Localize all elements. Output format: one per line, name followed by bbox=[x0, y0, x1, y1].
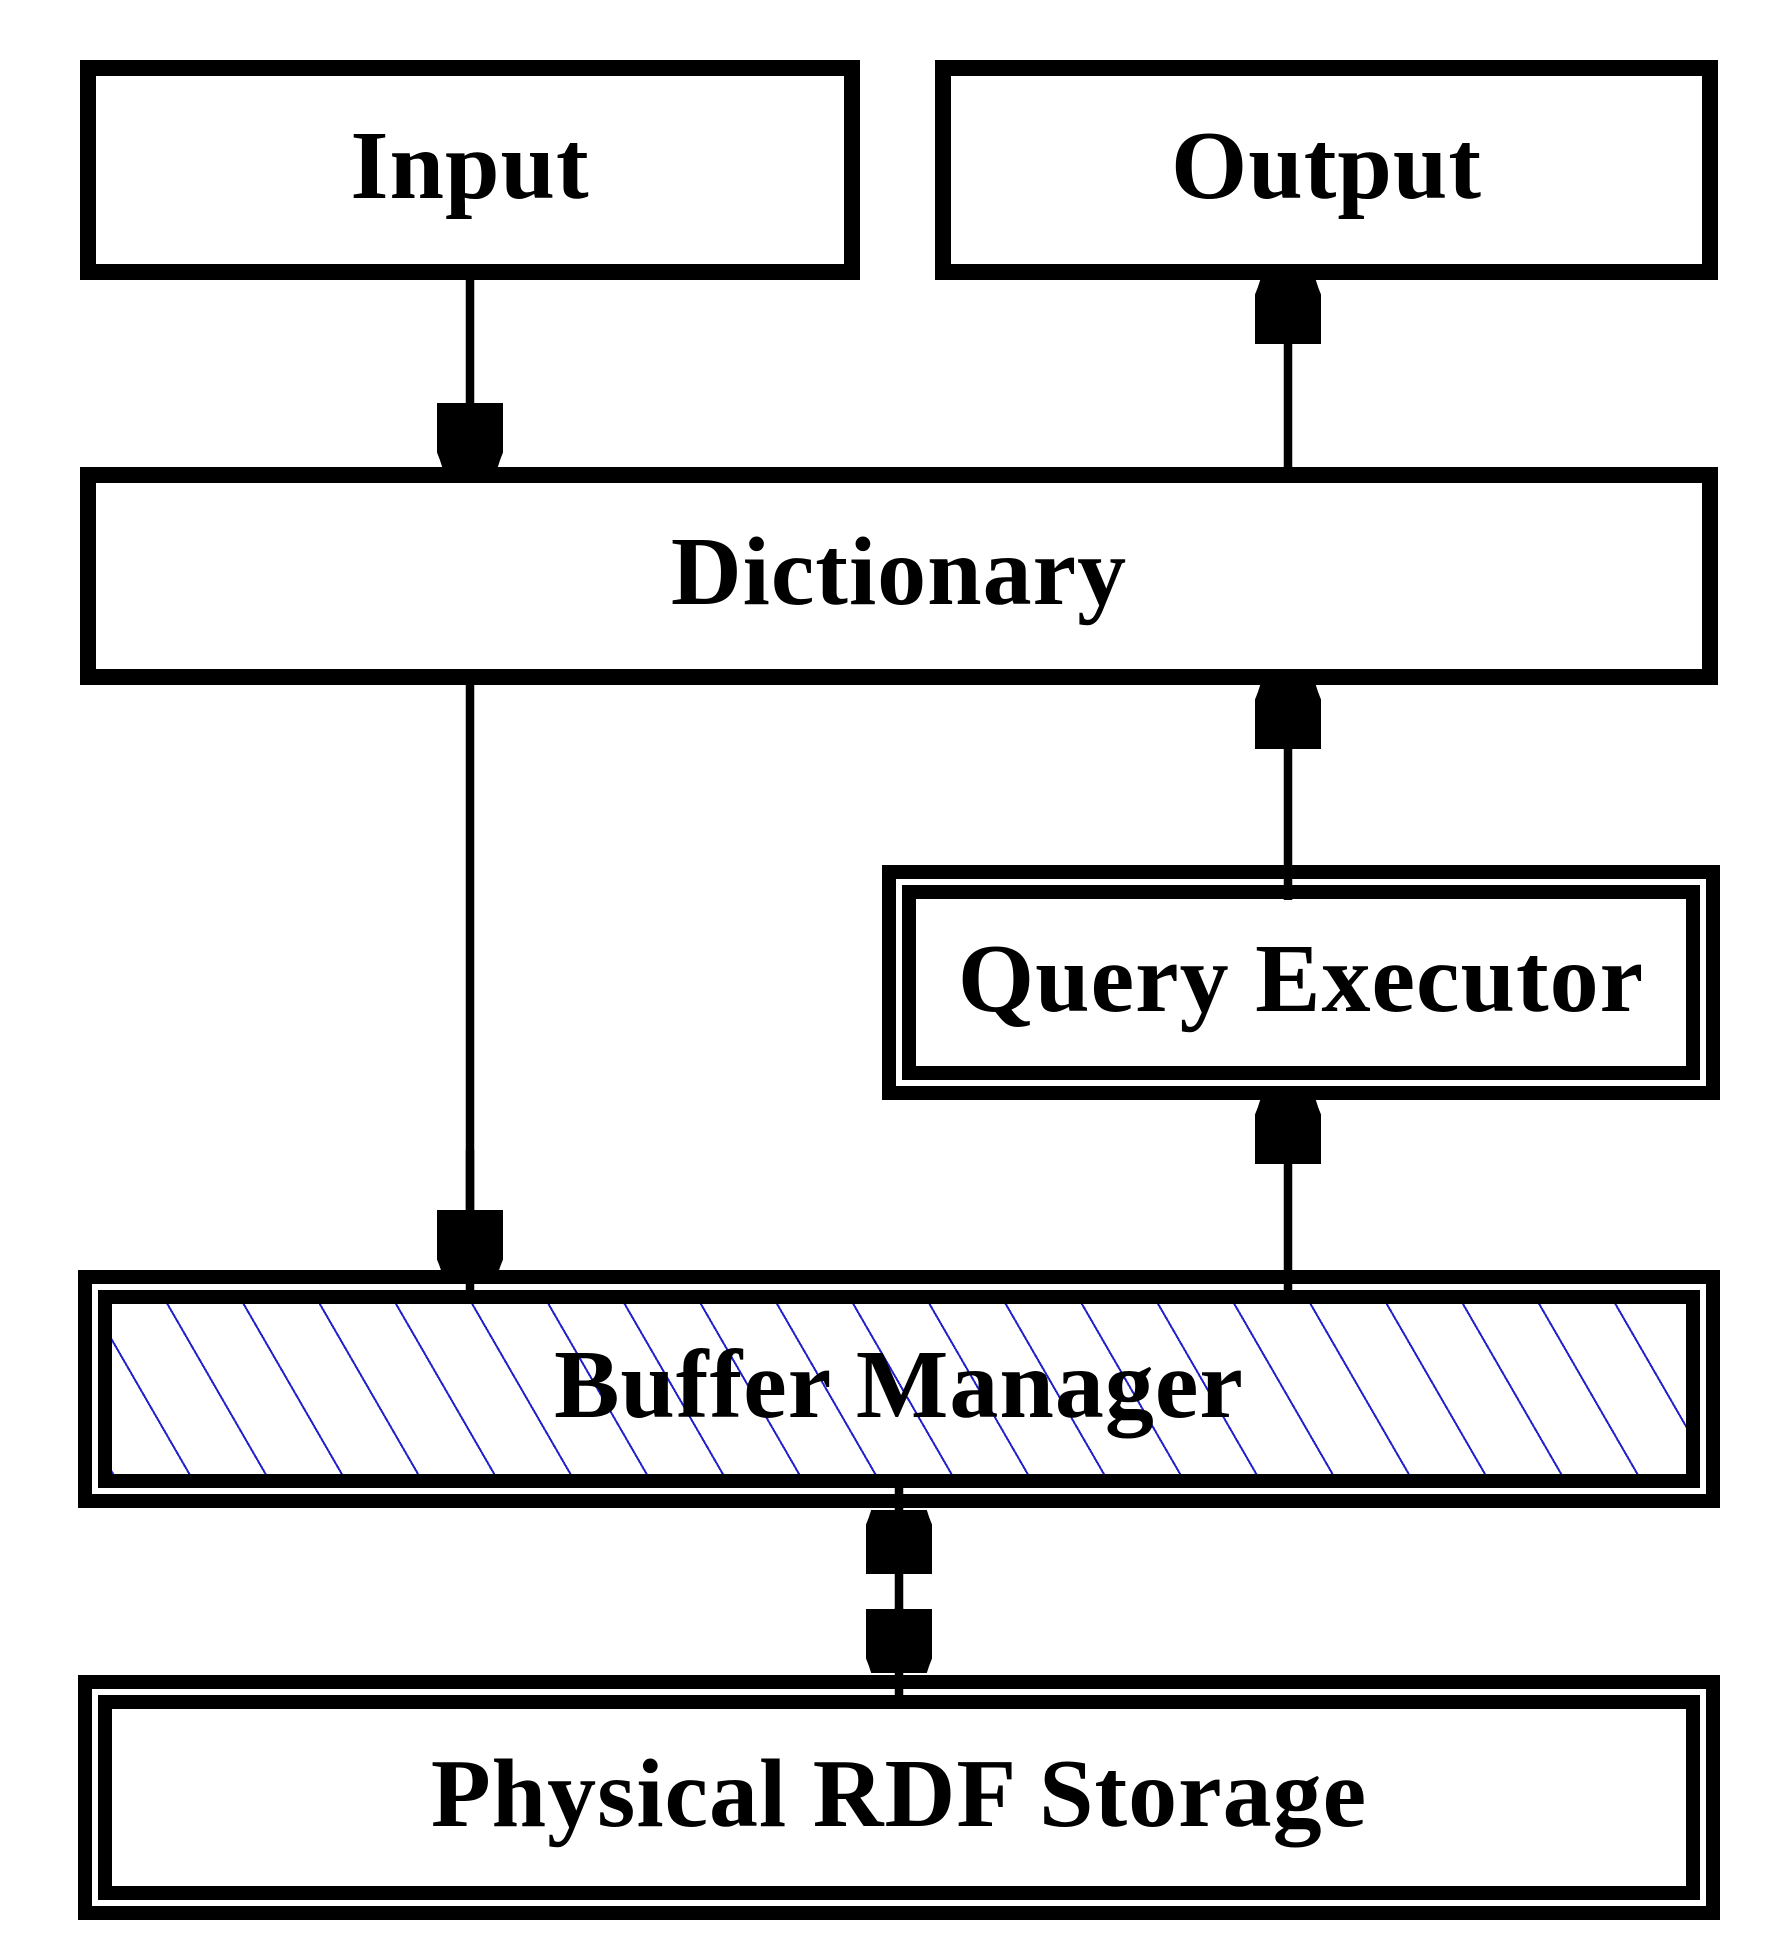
dictionary-box: Dictionary bbox=[80, 467, 1718, 685]
buffer-manager-box-inner: Buffer Manager bbox=[98, 1290, 1700, 1488]
physical-rdf-storage-box-inner: Physical RDF Storage bbox=[98, 1695, 1700, 1900]
input-box: Input bbox=[80, 60, 860, 280]
physical-rdf-storage-box: Physical RDF Storage bbox=[78, 1675, 1720, 1920]
query-executor-box-inner: Query Executor bbox=[902, 885, 1700, 1080]
dictionary-box-label: Dictionary bbox=[670, 518, 1128, 626]
input-box-label: Input bbox=[350, 112, 590, 220]
output-box: Output bbox=[935, 60, 1718, 280]
buffer-manager-box: Buffer Manager bbox=[78, 1270, 1720, 1508]
buffer-manager-box-label: Buffer Manager bbox=[554, 1331, 1244, 1439]
output-box-label: Output bbox=[1170, 112, 1482, 220]
physical-rdf-storage-box-label: Physical RDF Storage bbox=[430, 1739, 1368, 1848]
query-executor-box: Query Executor bbox=[882, 865, 1720, 1100]
query-executor-box-label: Query Executor bbox=[957, 924, 1645, 1033]
